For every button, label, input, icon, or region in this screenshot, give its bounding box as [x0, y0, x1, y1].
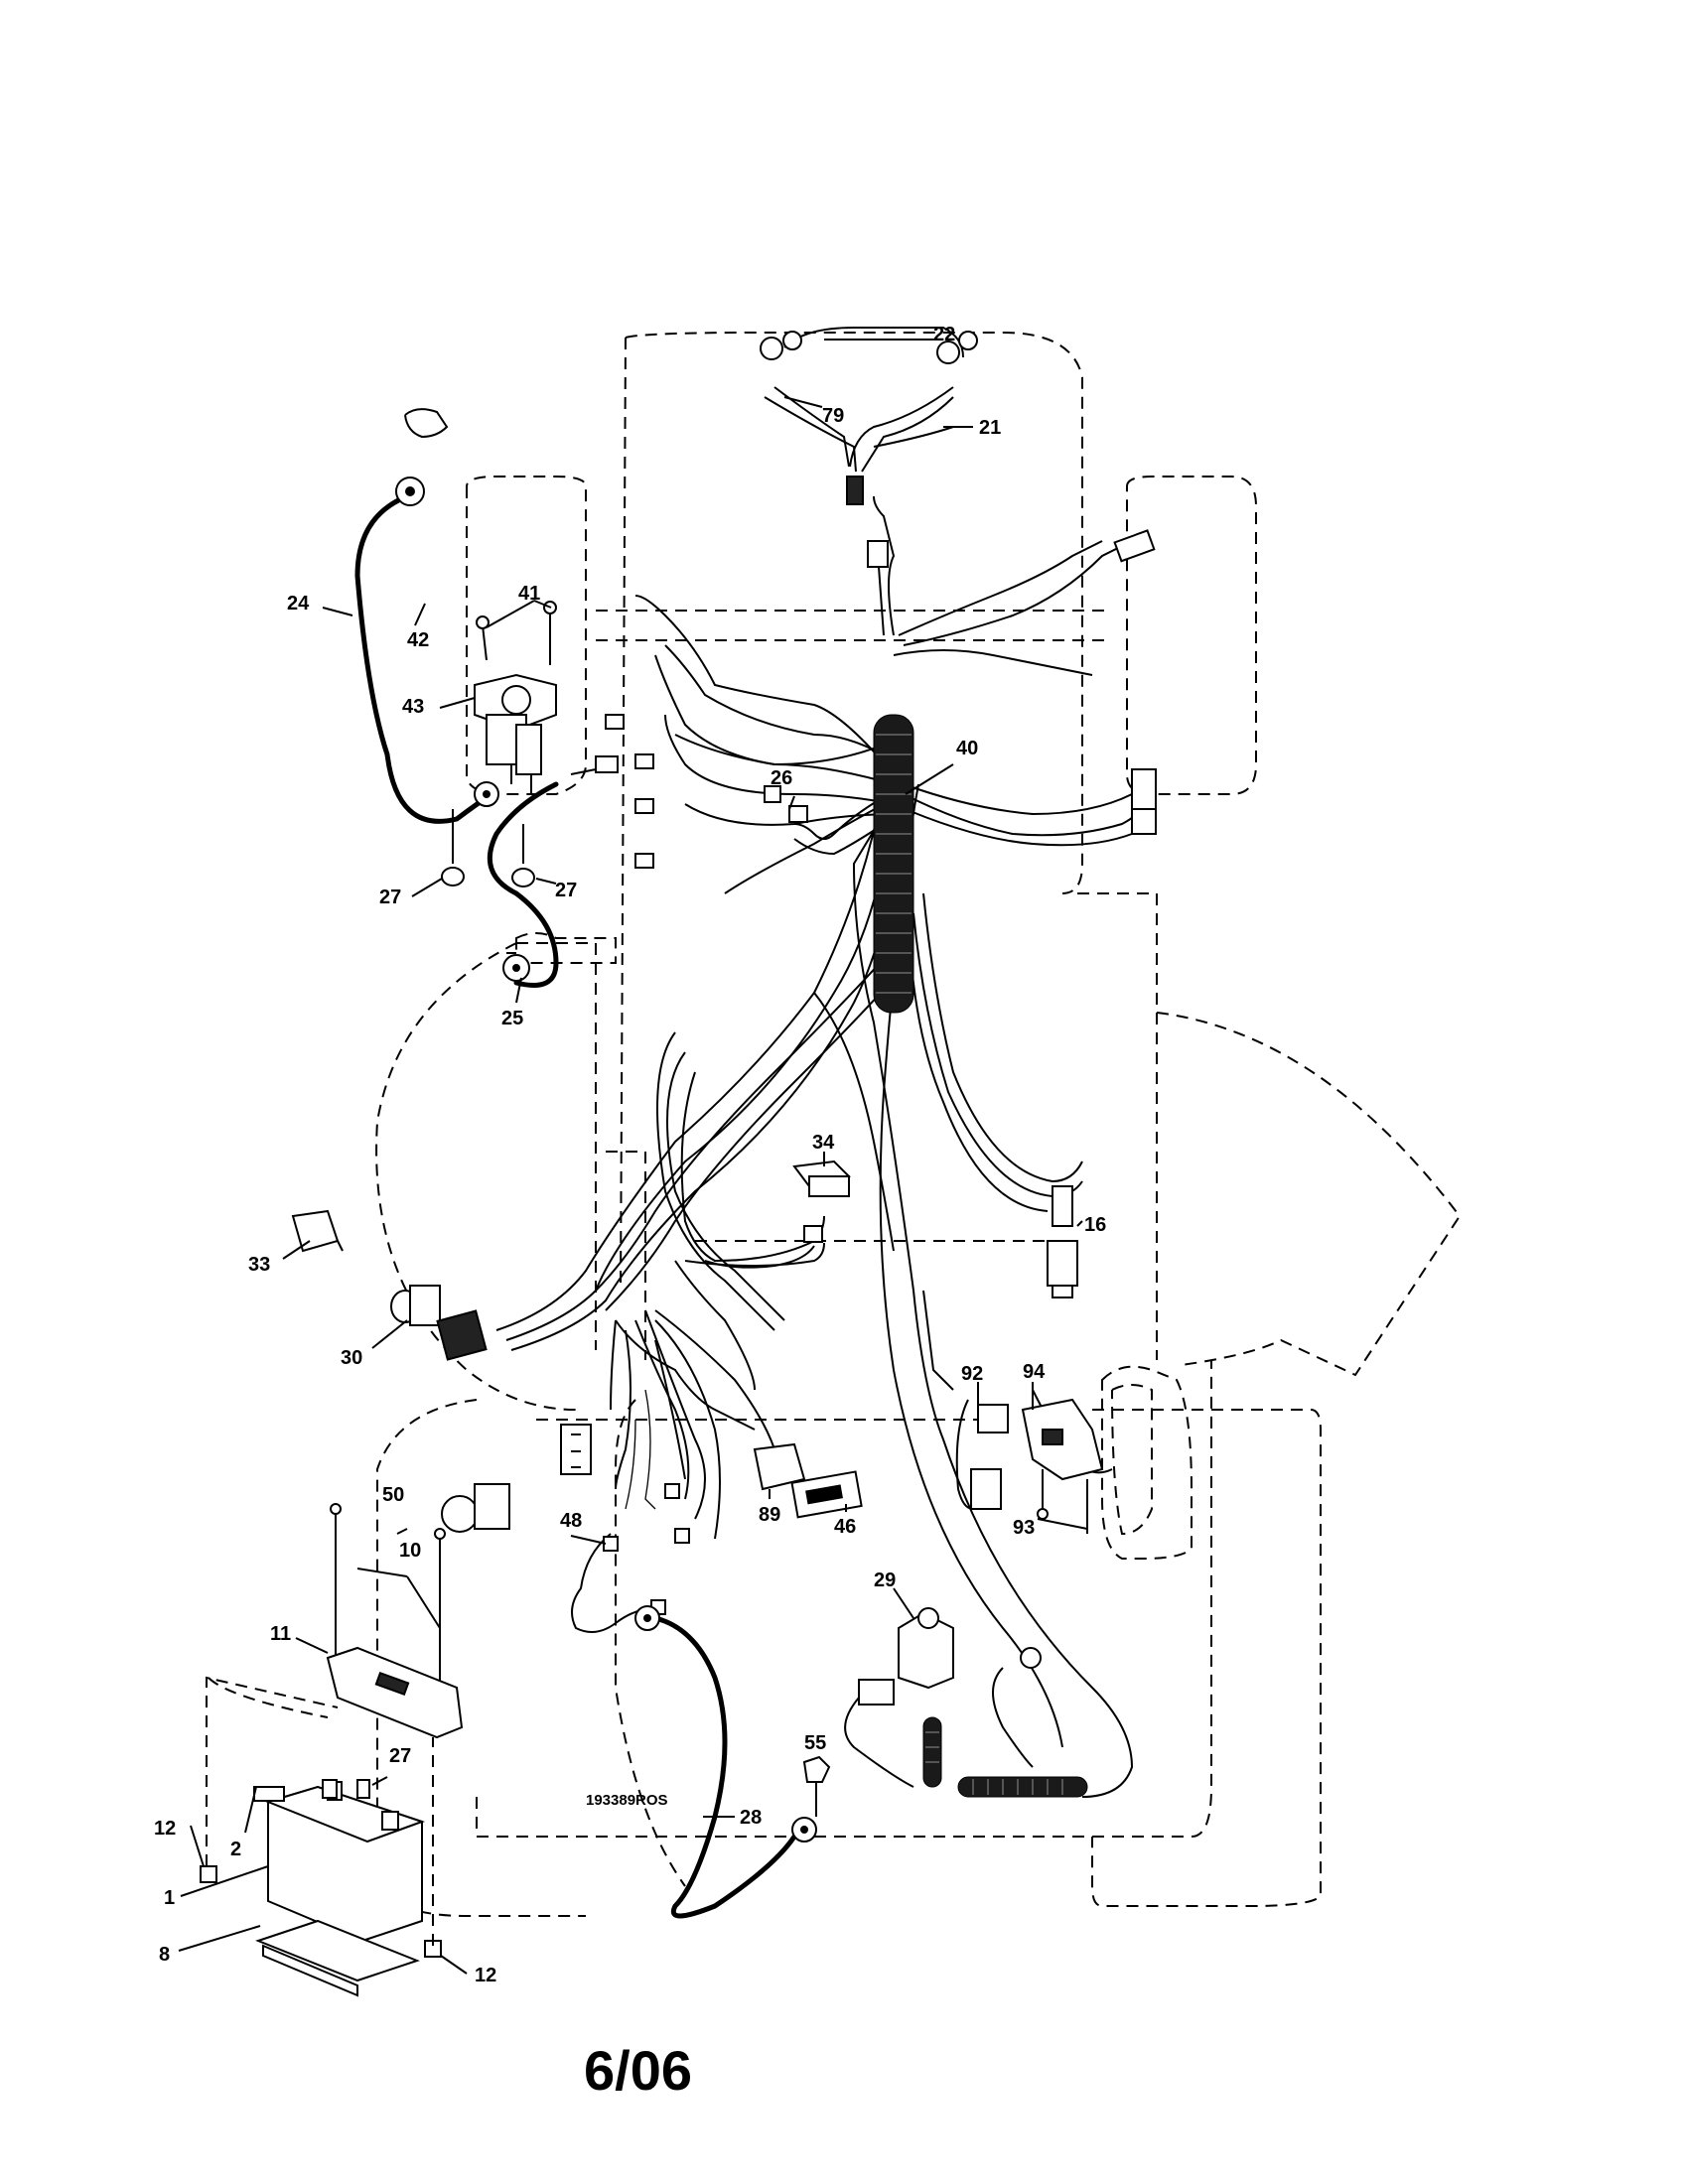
part-label-16: 16: [1084, 1214, 1106, 1236]
part-label-93: 93: [1013, 1517, 1035, 1539]
part-label-10: 10: [399, 1540, 421, 1562]
rectifier-33: [291, 1209, 344, 1253]
part-label-12a: 12: [154, 1818, 176, 1840]
ground-cable-28: [634, 1605, 817, 1919]
part-label-94: 94: [1023, 1361, 1046, 1383]
part-label-79: 79: [822, 405, 844, 427]
part-label-33: 33: [248, 1254, 270, 1276]
part-label-27b: 27: [555, 880, 577, 901]
light-switch-50: [441, 1424, 592, 1533]
part-label-41: 41: [518, 583, 540, 605]
part-label-27a: 27: [379, 887, 401, 908]
relay-assembly: [970, 1398, 1104, 1534]
part-label-21: 21: [979, 417, 1001, 439]
pto-clutch-lead-48: [571, 1483, 690, 1633]
leader-lines: [178, 339, 1088, 1975]
coiled-cord: [922, 1716, 1088, 1798]
part-label-2: 2: [230, 1839, 241, 1860]
ground-cable-24: [354, 477, 499, 824]
part-label-8: 8: [159, 1944, 170, 1966]
part-label-27c: 27: [389, 1745, 411, 1767]
switch-34: [684, 1160, 851, 1267]
part-label-24: 24: [287, 593, 310, 614]
part-label-89: 89: [759, 1504, 780, 1526]
main-harness-wires: [495, 495, 1153, 1798]
harness-coil-sleeve: [873, 714, 914, 1014]
headlight-harness: [760, 327, 978, 636]
part-label-11: 11: [270, 1623, 291, 1645]
part-label-22: 22: [933, 324, 955, 345]
bolt-55: [802, 1755, 831, 1817]
starter-solenoid: [404, 408, 557, 887]
part-label-1: 1: [164, 1887, 175, 1909]
part-label-29: 29: [874, 1570, 896, 1591]
seat-switch-16: [1047, 1185, 1078, 1298]
hour-meter: [753, 1442, 863, 1519]
part-label-92: 92: [961, 1363, 983, 1385]
page-code: 6/06: [584, 2039, 692, 2102]
part-labels: 22 79 21 24 41 42 43 40 26 27 27 25 34 1…: [154, 324, 1106, 1986]
ignition-switch-30: [390, 1285, 488, 1361]
part-label-48: 48: [560, 1510, 582, 1532]
battery-assembly: [200, 1503, 464, 1997]
part-label-55: 55: [804, 1732, 826, 1754]
part-label-42: 42: [407, 629, 429, 651]
part-label-46: 46: [834, 1516, 856, 1538]
part-label-30: 30: [341, 1347, 362, 1369]
drawing-code: 193389ROS: [586, 1792, 668, 1809]
part-label-40: 40: [956, 738, 978, 759]
part-label-26: 26: [771, 767, 792, 789]
part-label-25: 25: [501, 1008, 523, 1029]
part-label-34: 34: [812, 1132, 835, 1154]
part-label-28: 28: [740, 1807, 762, 1829]
pto-switch-29: [844, 1607, 1042, 1788]
part-label-43: 43: [402, 696, 424, 718]
part-label-50: 50: [382, 1484, 404, 1506]
battery-cable-25: [487, 755, 619, 988]
part-label-12b: 12: [475, 1965, 496, 1986]
harness-connectors-left: [605, 529, 1157, 869]
